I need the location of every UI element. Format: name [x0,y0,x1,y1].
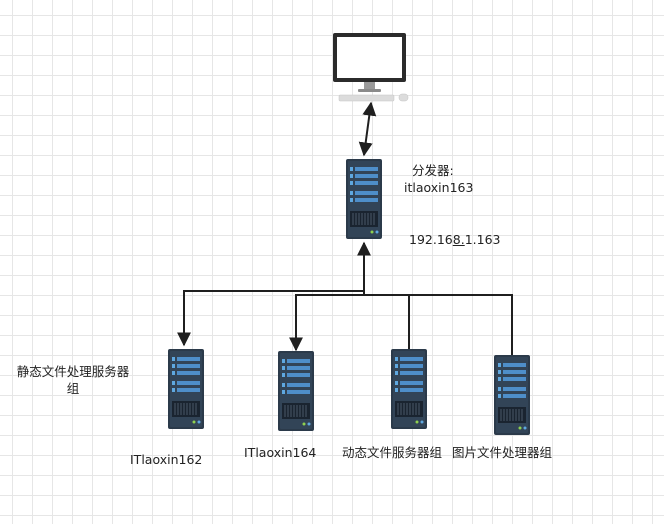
node164-connector [289,294,364,352]
dispatcher-ip-underlined: 8. [452,232,465,247]
dispatcher-hostname: itlaoxin163 [404,180,474,195]
dynamic-server-icon [390,348,428,430]
image-group-label: 图片文件处理器组 [452,445,553,460]
image-server-icon [493,354,531,436]
dispatcher-ip-prefix: 192.16 [409,232,453,247]
connectors [177,101,513,355]
node162-connector [177,290,365,347]
dynamic-connector [364,294,410,350]
dynamic-group-label: 动态文件服务器组 [342,445,443,460]
dispatcher-server-icon [345,158,383,240]
desktop-computer-icon [333,33,409,102]
dispatcher-ip-suffix: 1.163 [464,232,501,247]
node164-server-icon [277,350,315,432]
client-dispatcher-connector [358,101,377,157]
dispatcher-ip: 192.168.1.163 [409,231,500,248]
static-group-label: 静态文件处理服务器组 [16,364,130,396]
node162-label: ITlaoxin162 [130,452,203,467]
dispatcher-title: 分发器: [412,163,454,178]
image-connector [364,294,513,355]
node162-server-icon [167,348,205,430]
node164-label: ITlaoxin164 [244,445,317,460]
